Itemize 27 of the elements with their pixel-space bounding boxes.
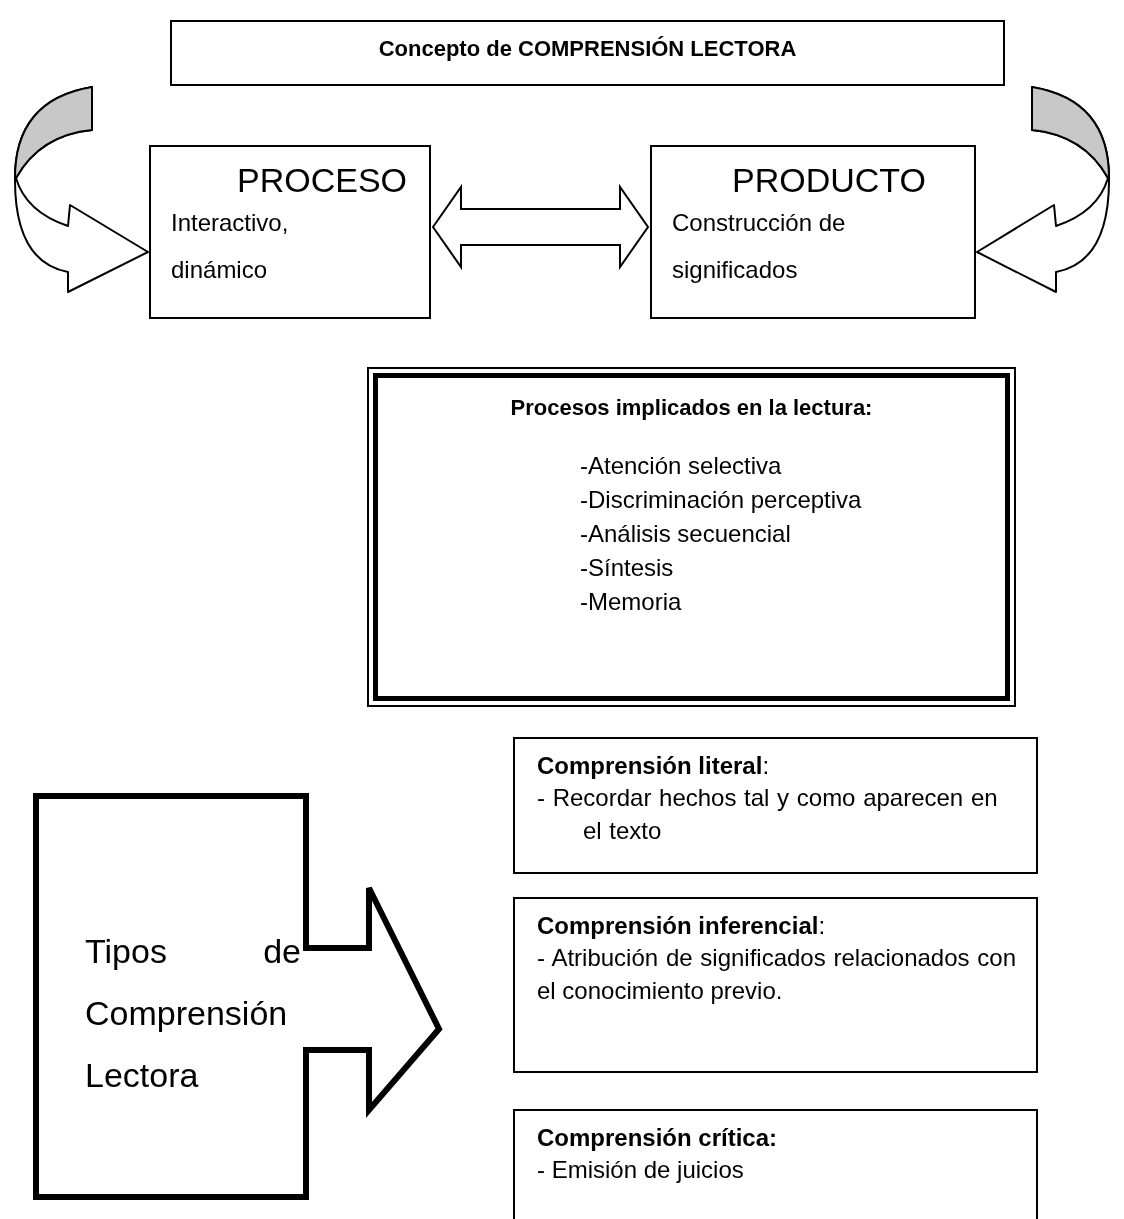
text-box <box>149 145 431 319</box>
text-box <box>650 145 976 319</box>
box-heading: PRODUCTO <box>731 161 927 199</box>
list-item: -Discriminación perceptiva <box>580 485 862 515</box>
text-box <box>513 737 1038 874</box>
box-text: Construcción de significados <box>671 208 847 285</box>
card-heading: Comprensión crítica: <box>537 1123 778 1153</box>
text-box <box>513 1109 1038 1219</box>
box-heading: Procesos implicados en la lectura: <box>509 395 874 421</box>
card-heading: Comprensión inferencial: <box>537 911 826 941</box>
title-text: Concepto de COMPRENSIÓN LECTORA <box>377 36 798 62</box>
double-border-box <box>367 367 1016 707</box>
double-arrow <box>431 183 650 271</box>
text-box <box>513 897 1038 1073</box>
card-heading: Comprensión literal: <box>537 751 770 781</box>
list-item: -Síntesis <box>580 553 674 583</box>
list-item: -Atención selectiva <box>580 451 782 481</box>
box-text: Interactivo, dinámico <box>170 208 290 285</box>
list-item: -Memoria <box>580 587 682 617</box>
card-text: - Atribución de significados relacionados con el conocimiento previo. <box>537 943 1016 1006</box>
box-text: Tipos de Comprensión Lectora <box>85 931 301 1096</box>
card-text: - Emisión de juicios <box>537 1155 745 1185</box>
list-item: -Análisis secuencial <box>580 519 791 549</box>
text-box <box>170 20 1005 86</box>
card-text: - Recordar hechos tal y como aparecen en el texto <box>537 783 999 846</box>
box-heading: PROCESO <box>236 161 409 199</box>
arrow-shaped-box <box>33 793 443 1201</box>
